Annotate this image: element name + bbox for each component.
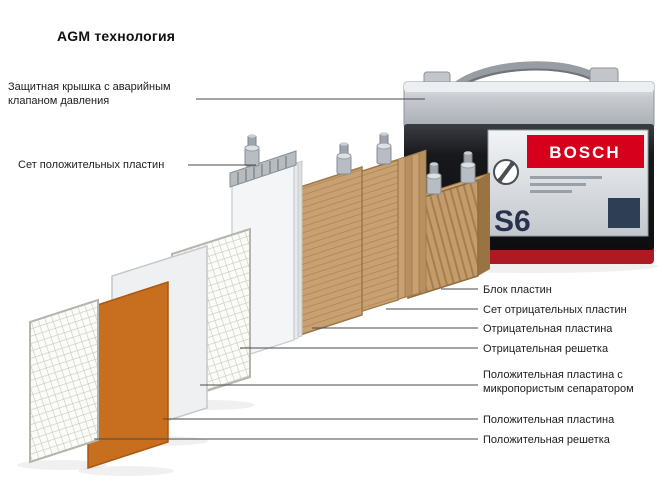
battery-model-text: S6 <box>494 205 531 238</box>
callout-negative-grid: Отрицательная решетка <box>483 343 609 355</box>
callout-negative-plate: Отрицательная пластина <box>483 323 613 335</box>
bosch-emblem-icon <box>493 159 519 185</box>
bosch-logo-badge <box>527 135 644 168</box>
positive-grid <box>29 298 99 464</box>
callout-negative-plate-set: Сет отрицательных пластин <box>483 304 627 316</box>
callout-positive-plate: Положительная пластина <box>483 414 615 426</box>
bosch-brand-text: BOSCH <box>549 143 620 162</box>
positive-plate <box>87 280 169 470</box>
callout-positive-plate-separator: Положительная пластина с микропористым с… <box>483 369 634 396</box>
battery-lid-highlight <box>404 82 654 92</box>
callout-plate-block: Блок пластин <box>483 284 552 296</box>
terminal-post <box>244 133 260 167</box>
terminal-post <box>376 131 392 165</box>
callout-positive-grid: Положительная решетка <box>483 434 610 446</box>
negative-plate <box>299 141 363 337</box>
label-badge <box>608 198 640 228</box>
callout-protective-cover: Защитная крышка с аварийным клапаном дав… <box>8 81 171 108</box>
leader-lines <box>94 98 478 440</box>
strap-ribs <box>237 156 287 184</box>
page-title: AGM технология <box>57 28 176 44</box>
label-fine-print <box>530 176 602 193</box>
terminal-post <box>336 141 352 175</box>
callout-positive-plate-set: Сет положительных пластин <box>18 159 165 171</box>
